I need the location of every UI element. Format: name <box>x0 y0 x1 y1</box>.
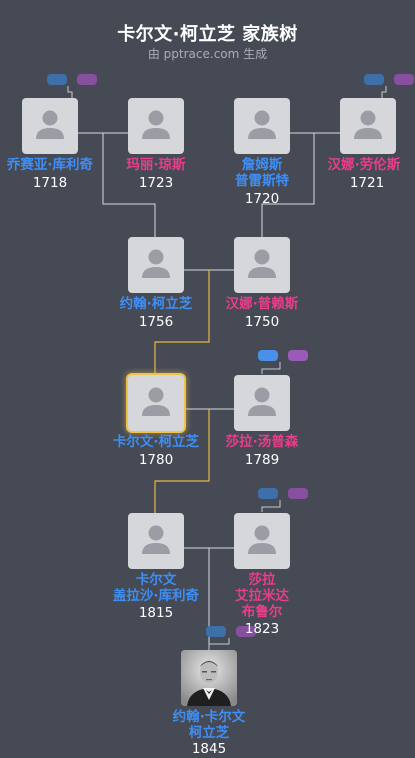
page-title: 卡尔文·柯立芝 家族树 <box>117 24 298 45</box>
person-name[interactable]: 柯立芝 <box>188 725 230 741</box>
connector-line <box>67 86 73 98</box>
branch-badge[interactable] <box>77 74 97 85</box>
branch-badge[interactable] <box>364 74 384 85</box>
person-year: 1756 <box>138 314 174 330</box>
person-photo[interactable] <box>128 513 184 569</box>
person-name[interactable]: 卡尔文 <box>135 572 177 588</box>
branch-badge[interactable] <box>236 626 256 637</box>
connector-line <box>261 500 281 512</box>
person-year: 1815 <box>138 605 174 621</box>
connector-line <box>261 362 281 374</box>
connector-line <box>208 638 230 650</box>
person-name[interactable]: 莎拉 <box>248 572 276 588</box>
branch-badge[interactable] <box>394 74 414 85</box>
person-name[interactable]: 普雷斯特 <box>235 173 289 189</box>
avatar-placeholder-icon <box>142 249 170 278</box>
person-photo[interactable] <box>234 513 290 569</box>
person-name[interactable]: 汉娜·普赖斯 <box>225 296 299 312</box>
person-photo[interactable] <box>234 98 290 154</box>
avatar-placeholder-icon <box>248 110 276 139</box>
person-year: 1789 <box>244 452 280 468</box>
person-photo[interactable] <box>234 375 290 431</box>
person-name[interactable]: 布鲁尔 <box>241 604 283 620</box>
avatar-placeholder-icon <box>248 249 276 278</box>
person-year: 1718 <box>32 175 68 191</box>
person-name[interactable]: 约翰·柯立芝 <box>119 296 193 312</box>
person-name[interactable]: 莎拉·汤普森 <box>225 434 299 450</box>
avatar-placeholder-icon <box>36 110 64 139</box>
person-year: 1750 <box>244 314 280 330</box>
avatar-placeholder-icon <box>142 525 170 554</box>
branch-badge[interactable] <box>206 626 226 637</box>
branch-badge[interactable] <box>258 350 278 361</box>
person-name[interactable]: 盖拉沙·库利奇 <box>112 588 200 604</box>
person-year: 1721 <box>349 175 385 191</box>
person-year: 1780 <box>138 452 174 468</box>
person-name[interactable]: 艾拉米达 <box>235 588 289 604</box>
branch-badge[interactable] <box>288 488 308 499</box>
avatar-placeholder-icon <box>248 525 276 554</box>
connector-line <box>102 133 156 238</box>
person-year: 1720 <box>244 191 280 207</box>
person-year: 1823 <box>244 621 280 637</box>
person-year: 1723 <box>138 175 174 191</box>
person-photo[interactable] <box>128 98 184 154</box>
person-photo[interactable] <box>128 237 184 293</box>
page-subtitle: 由 pptrace.com 生成 <box>147 47 268 61</box>
avatar-placeholder-icon <box>248 387 276 416</box>
person-name[interactable]: 卡尔文·柯立芝 <box>112 434 200 450</box>
person-photo[interactable] <box>181 650 237 706</box>
avatar-placeholder-icon <box>354 110 382 139</box>
person-photo[interactable] <box>340 98 396 154</box>
portrait-photo <box>181 650 237 706</box>
person-year: 1845 <box>191 741 227 757</box>
person-photo[interactable] <box>234 237 290 293</box>
person-name[interactable]: 詹姆斯 <box>241 157 283 173</box>
highlight-line <box>154 270 210 375</box>
person-photo-selected[interactable] <box>128 375 184 431</box>
person-name[interactable]: 玛丽·琼斯 <box>126 157 186 173</box>
avatar-placeholder-icon <box>142 110 170 139</box>
branch-badge[interactable] <box>258 488 278 499</box>
avatar-placeholder-icon <box>142 387 170 416</box>
person-name[interactable]: 约翰·卡尔文 <box>172 709 246 725</box>
person-name[interactable]: 汉娜·劳伦斯 <box>327 157 401 173</box>
person-photo[interactable] <box>22 98 78 154</box>
person-name[interactable]: 乔赛亚·库利奇 <box>6 157 94 173</box>
connector-line <box>261 133 315 238</box>
connector-line <box>381 86 387 98</box>
highlight-line <box>154 409 210 513</box>
branch-badge[interactable] <box>47 74 67 85</box>
branch-badge[interactable] <box>288 350 308 361</box>
